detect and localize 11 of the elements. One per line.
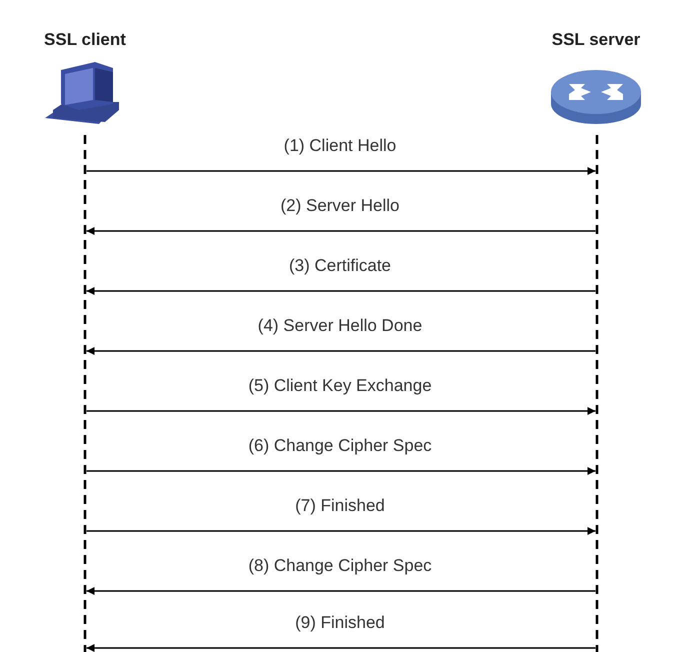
- message-arrow: [86, 527, 596, 535]
- message-arrow: [86, 287, 596, 295]
- message-arrow: [86, 347, 596, 355]
- participant-name: SSL client: [43, 30, 127, 50]
- message-arrow: [86, 167, 596, 175]
- message-arrow: [86, 467, 596, 475]
- message-arrow: [86, 227, 596, 235]
- message-arrow: [86, 407, 596, 415]
- message-arrow: [86, 587, 596, 595]
- participant-name: SSL server: [550, 30, 642, 50]
- message-arrow: [86, 644, 596, 652]
